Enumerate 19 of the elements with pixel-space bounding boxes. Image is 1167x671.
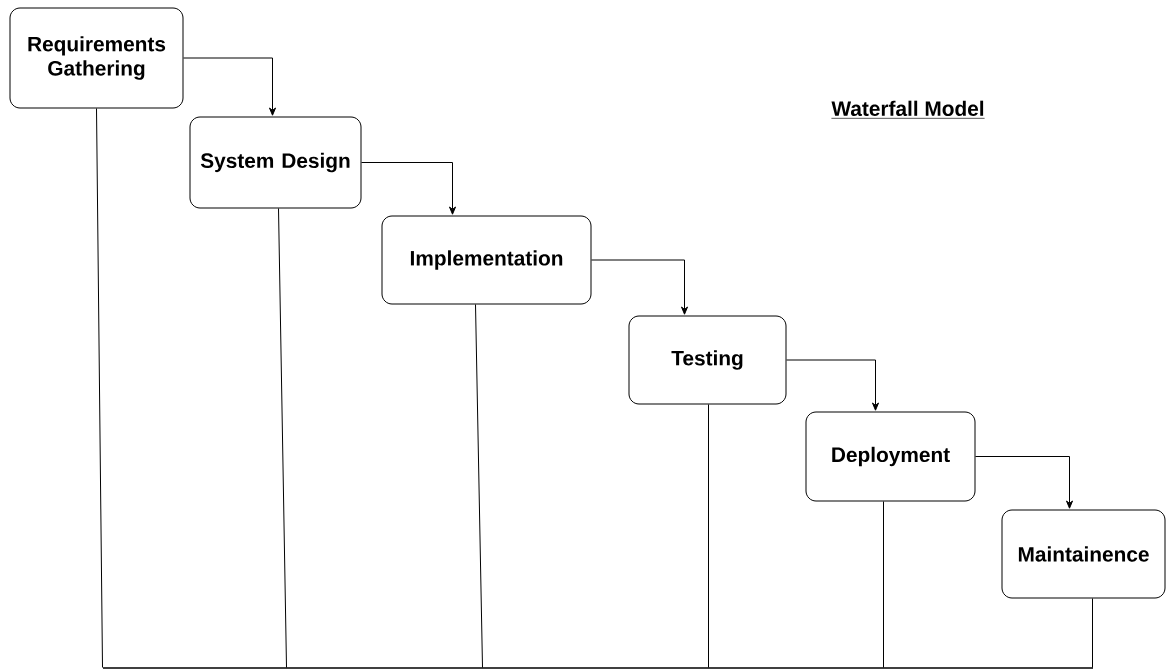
arrow — [361, 162, 456, 215]
connector-line — [1092, 598, 1093, 668]
process-box: Implementation — [381, 215, 592, 305]
baseline-bar — [102, 667, 1094, 669]
process-box: Maintainence — [1001, 509, 1166, 599]
connector-line — [883, 501, 884, 668]
process-box: Testing — [628, 315, 787, 405]
arrow — [786, 359, 879, 411]
connector-line — [475, 304, 483, 668]
arrow — [183, 57, 276, 116]
title: Waterfall Model — [831, 100, 985, 119]
process-box: System Design — [189, 116, 362, 209]
connector-line — [96, 108, 103, 668]
connector-line — [708, 404, 709, 668]
arrow — [975, 456, 1073, 509]
arrow — [591, 259, 689, 315]
process-box: Requirements Gathering — [9, 7, 184, 109]
process-box: Deployment — [805, 411, 976, 502]
connector-line — [278, 208, 287, 668]
